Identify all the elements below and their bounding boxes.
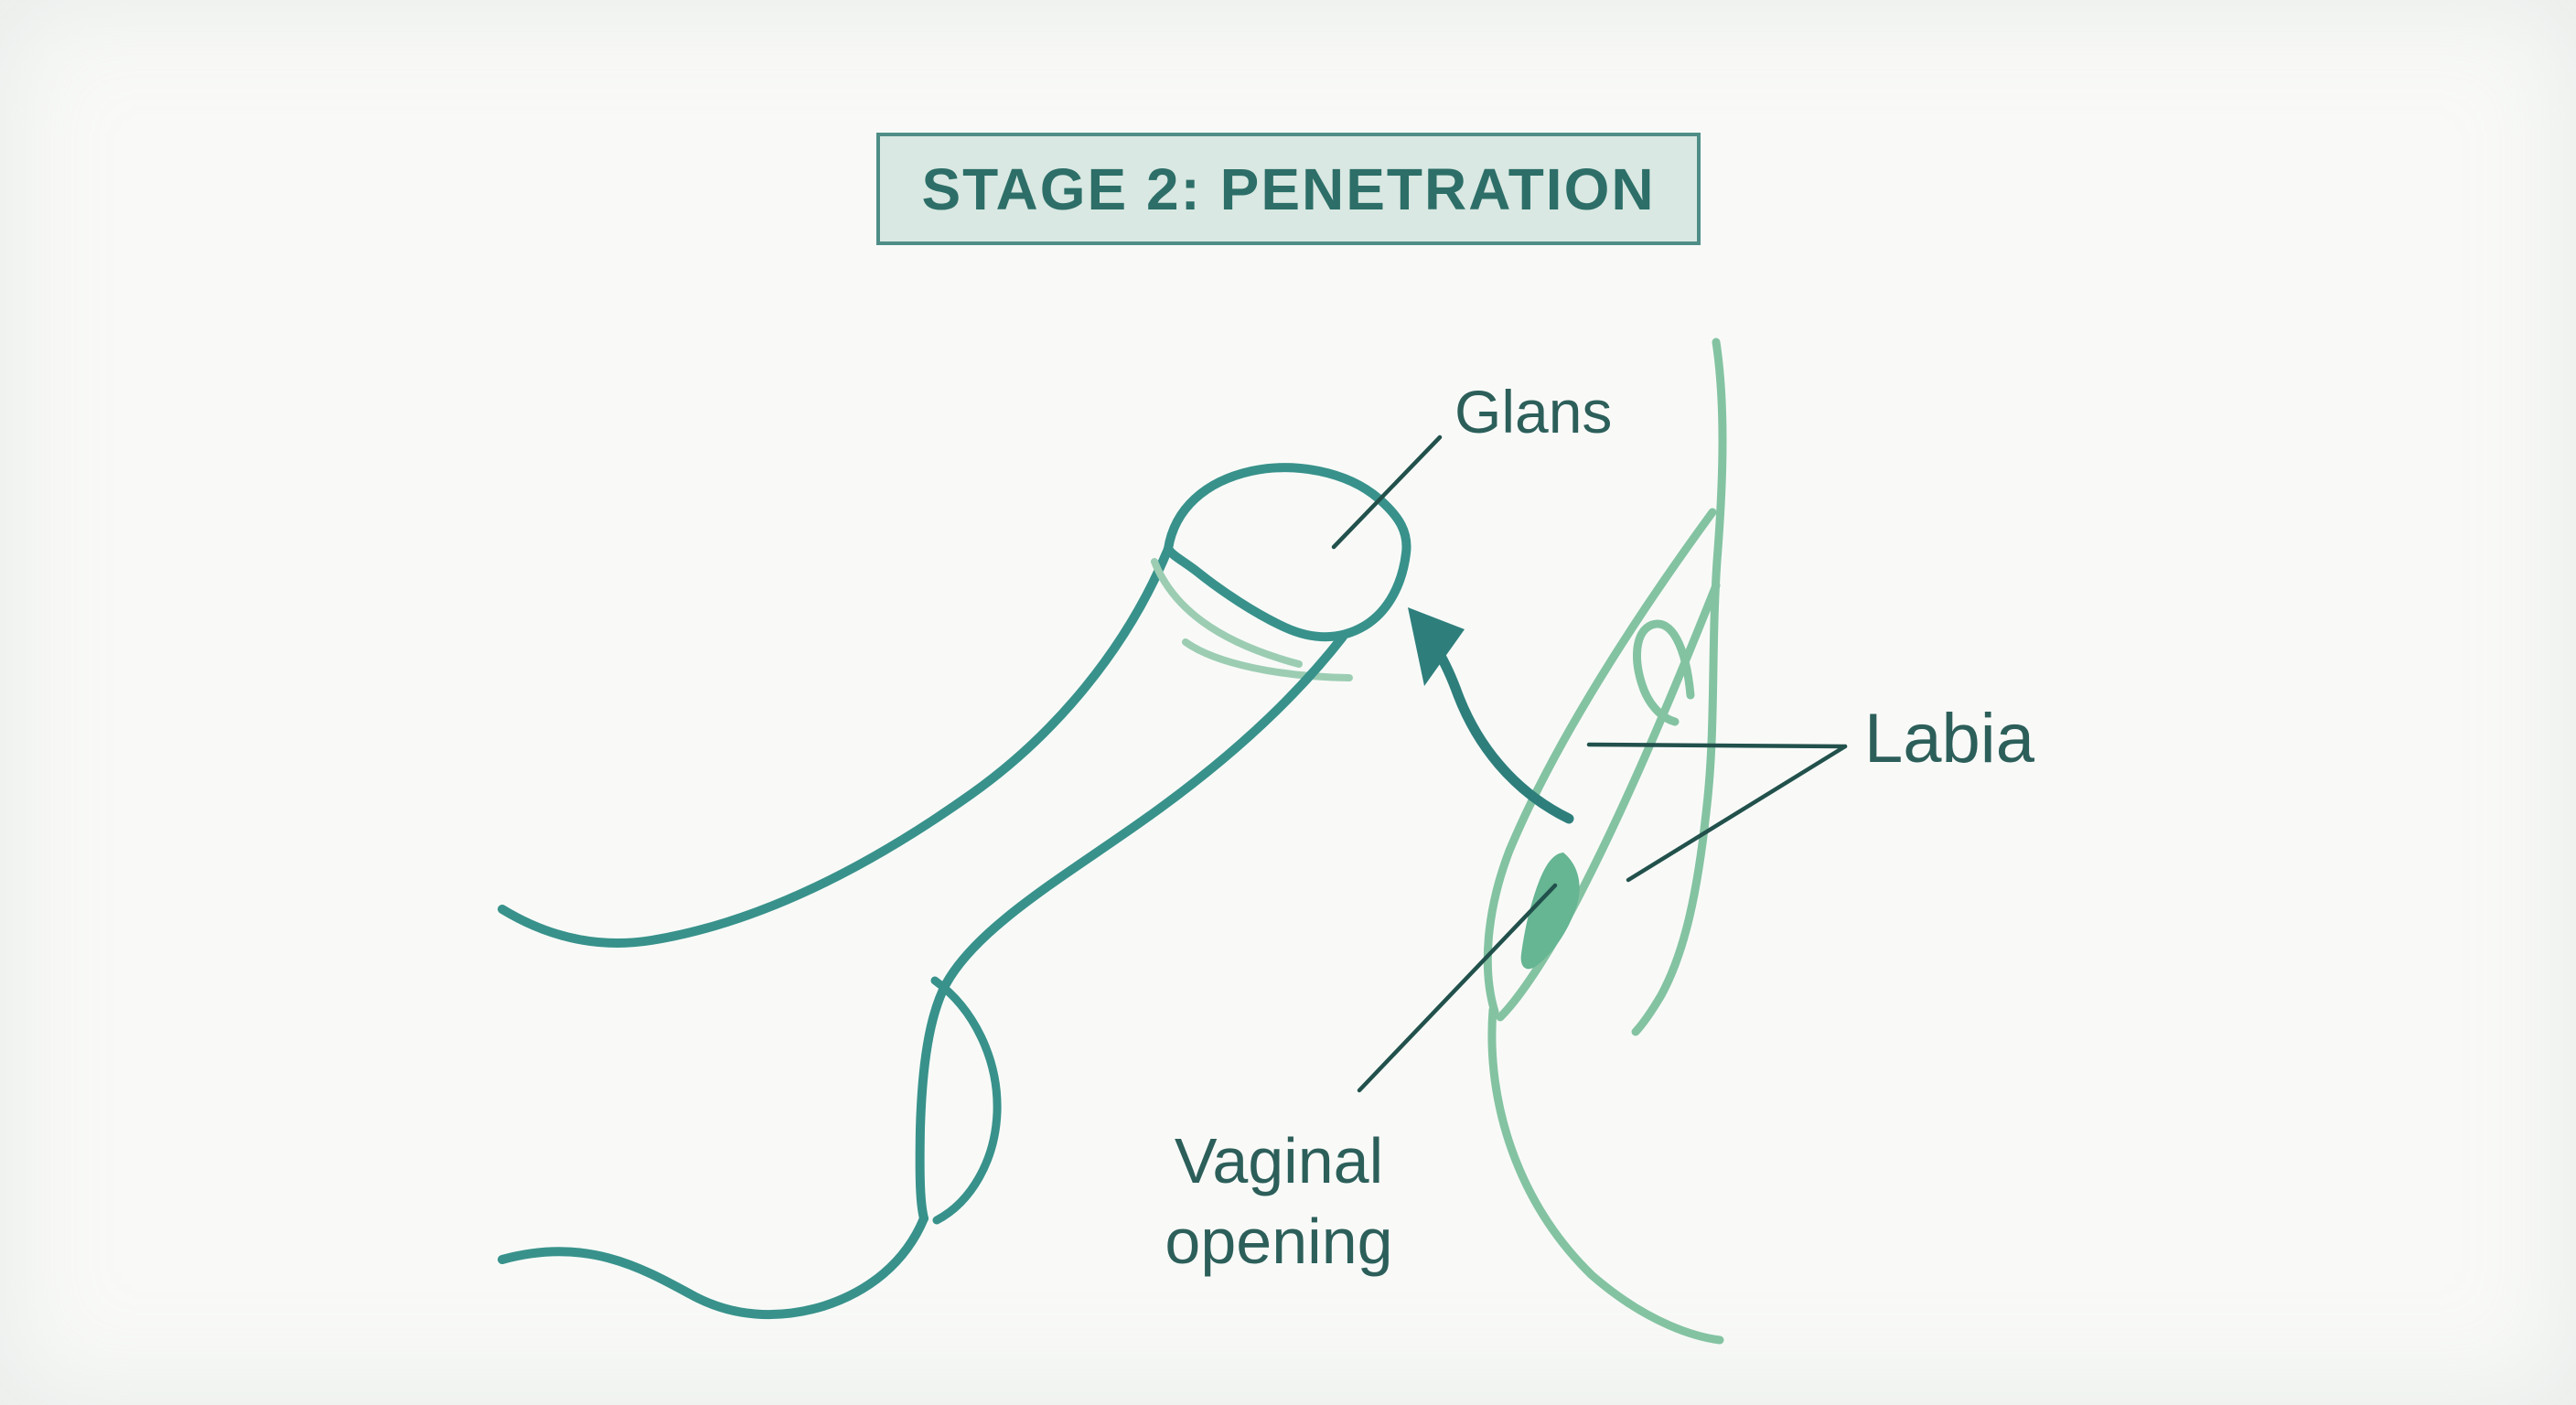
penetration-arrow-head-icon [1408, 607, 1465, 686]
stage-title: STAGE 2: PENETRATION [921, 156, 1656, 222]
vaginal-opening-label: Vaginal opening [1165, 1125, 1393, 1277]
scrotum-fold-line [930, 976, 1002, 1225]
corona-shading-arc-1 [1151, 558, 1303, 668]
vaginal-opening-leader-line [1357, 883, 1558, 1093]
penetration-arrow-shaft [1433, 646, 1574, 824]
stage-title-box: STAGE 2: PENETRATION [876, 133, 1701, 245]
body-contour-wave-line [498, 1214, 928, 1320]
vaginal-opening-shape [1520, 853, 1580, 970]
glans-leader-line [1331, 434, 1443, 550]
labia-leader-line-upper [1586, 742, 1848, 749]
glans-outline [1164, 463, 1411, 642]
glans-label: Glans [1454, 378, 1613, 445]
penis-shaft-top-line [498, 544, 1173, 948]
labia-label: Labia [1864, 700, 2034, 778]
labia-fold-hairpin-line [1633, 619, 1695, 726]
penis-shaft-bottom-line [915, 632, 1347, 1223]
perineum-thigh-sweep-line [1487, 1005, 1724, 1345]
labia-leader-line-lower [1626, 744, 1848, 883]
labia-outer-line [1483, 508, 1717, 1016]
corona-shading-arc-2 [1182, 638, 1353, 681]
